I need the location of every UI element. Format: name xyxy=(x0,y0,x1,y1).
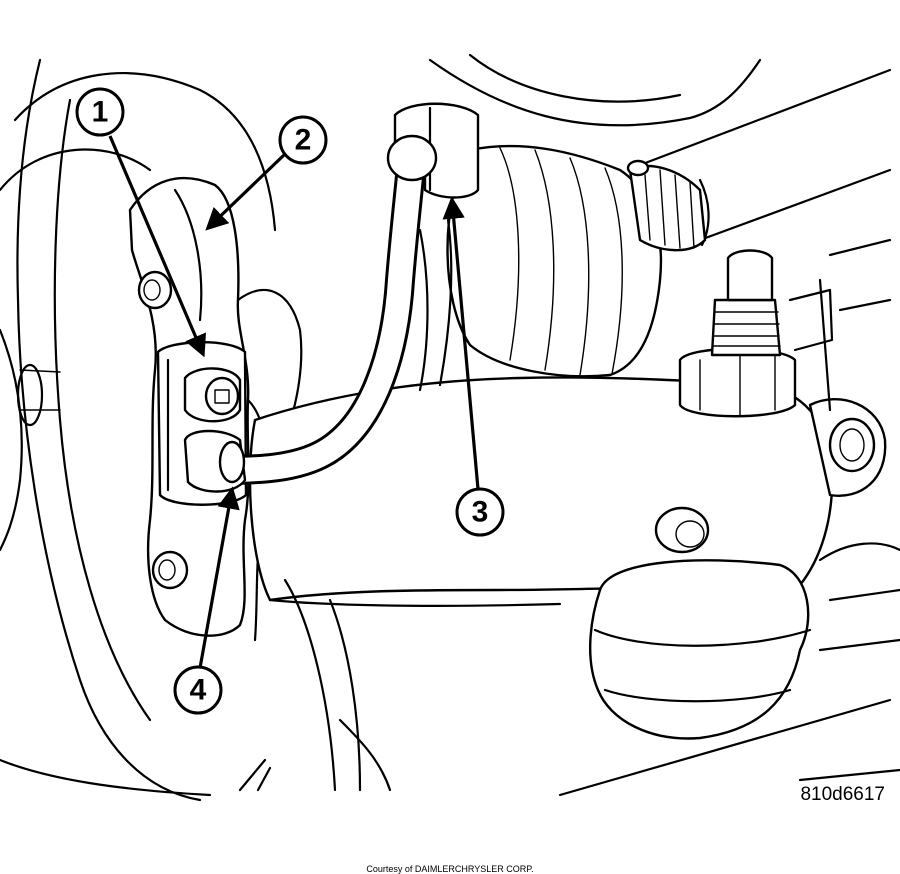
callout-3: 3 xyxy=(442,196,505,537)
callout-1-label: 1 xyxy=(92,96,109,129)
callout-1: 1 xyxy=(75,87,206,358)
callout-4: 4 xyxy=(173,486,240,715)
callout-3-label: 3 xyxy=(472,496,489,529)
callout-4-label: 4 xyxy=(190,674,207,707)
axle-and-cv-boot xyxy=(428,53,892,378)
bracket-bolt xyxy=(183,367,242,423)
brake-hose xyxy=(183,134,438,493)
ball-joint xyxy=(589,249,812,740)
lower-linework xyxy=(238,542,900,797)
lower-control-arm xyxy=(248,218,892,607)
figure-id: 810d6617 xyxy=(800,784,885,805)
callout-2-label: 2 xyxy=(295,124,312,157)
callout-2: 2 xyxy=(205,115,328,231)
image-credit: Courtesy of DAIMLERCHRYSLER CORP. xyxy=(366,864,533,874)
